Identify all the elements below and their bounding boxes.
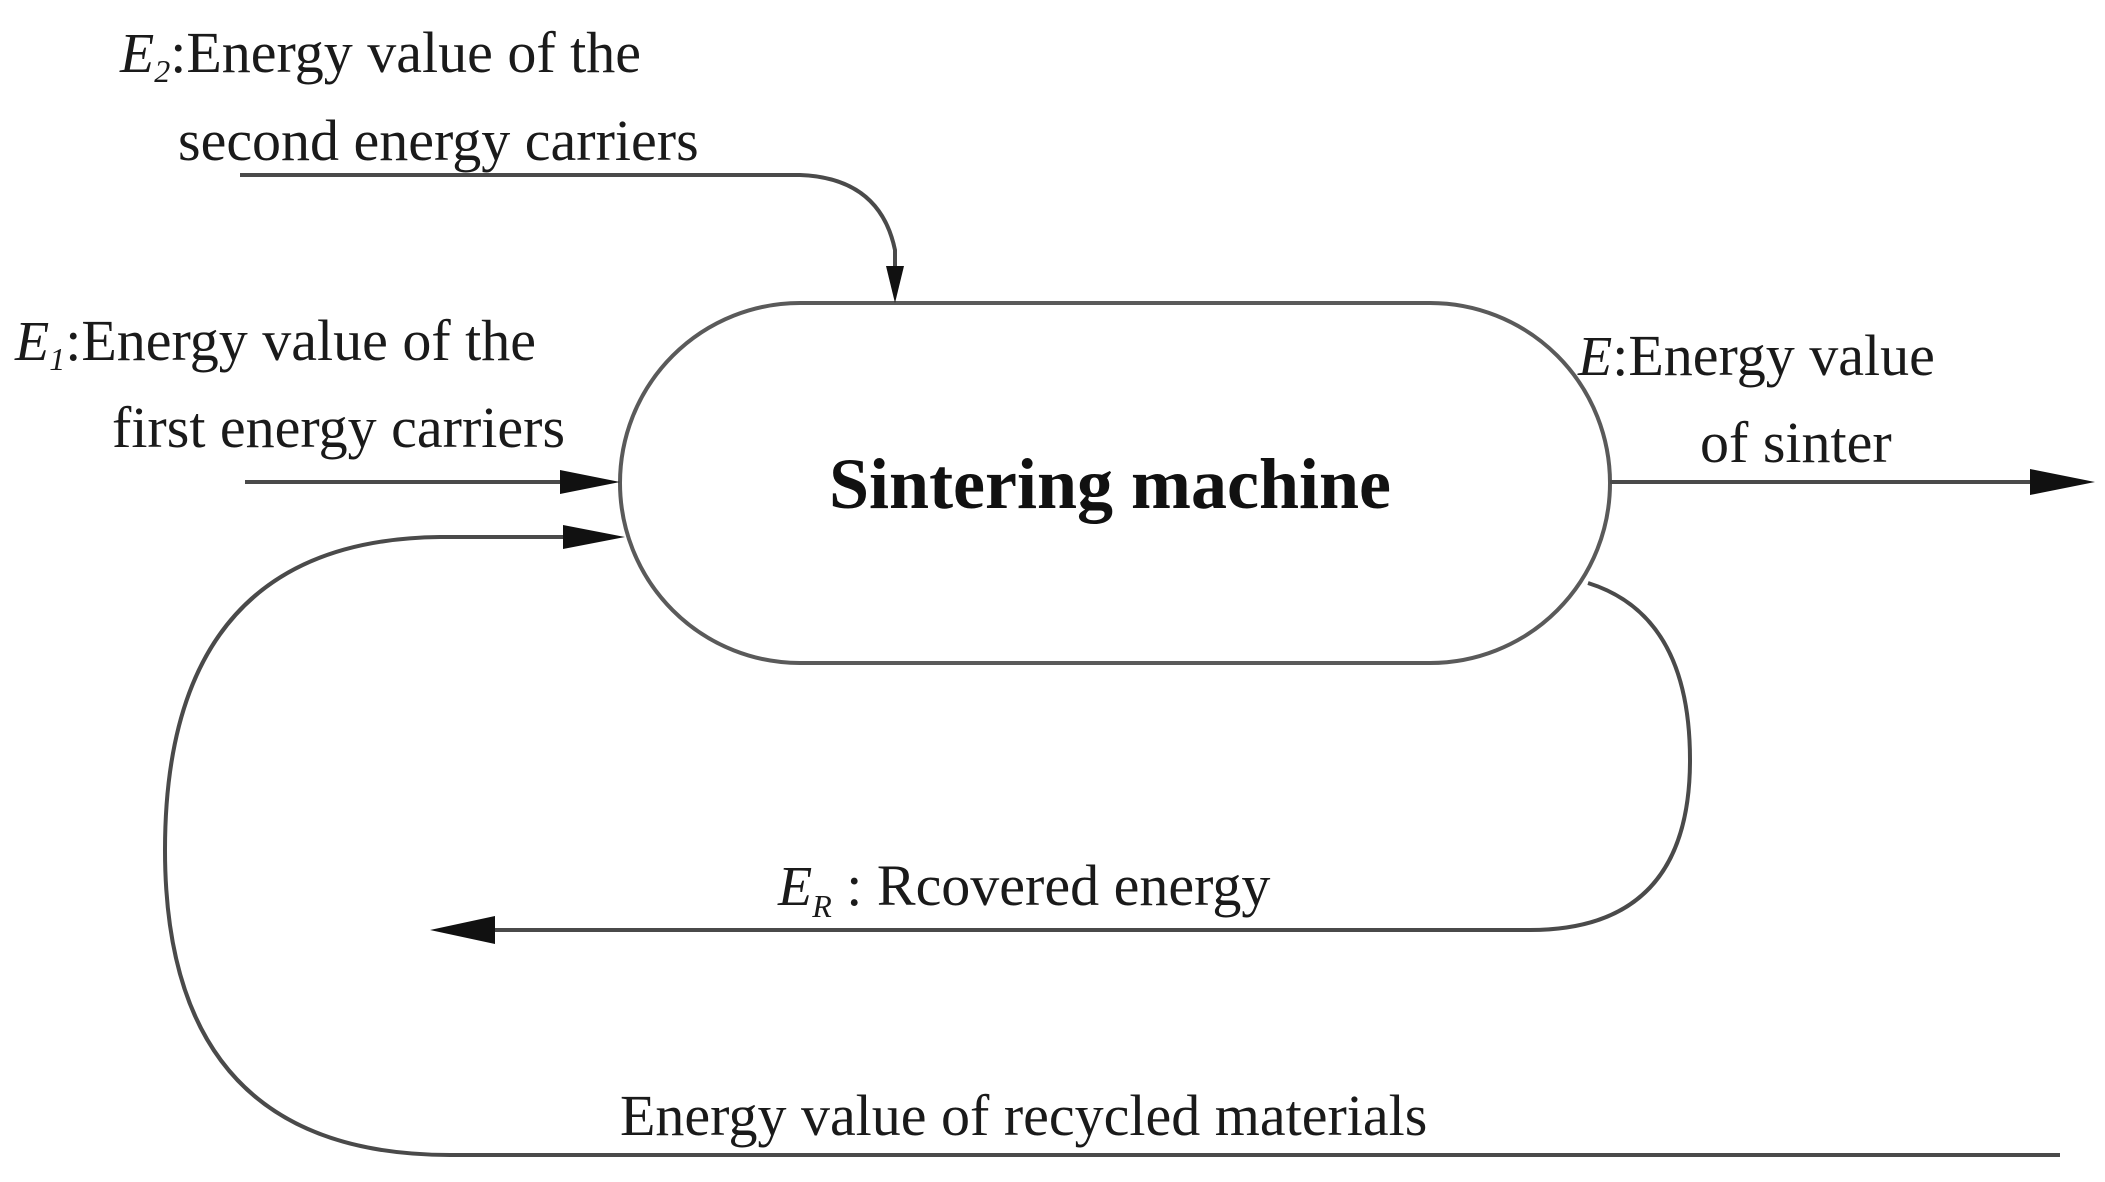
e2-label-line2: second energy carriers: [178, 108, 699, 173]
e-label-line2: of sinter: [1700, 410, 1892, 475]
recycled-label: Energy value of recycled materials: [620, 1083, 1427, 1148]
sintering-machine-label: Sintering machine: [829, 444, 1391, 524]
er-arrowhead: [430, 916, 495, 944]
e-output-arrowhead: [2030, 469, 2095, 495]
recycled-arrowhead: [563, 525, 625, 549]
e2-input-line: [240, 173, 897, 290]
er-label: ER : Rcovered energy: [777, 853, 1270, 924]
recycled-loop-line: [162, 535, 2060, 1157]
e2-label-line1: E2:Energy value of the: [119, 20, 641, 89]
e1-arrowhead: [560, 470, 620, 494]
e-label-line1: E:Energy value: [1577, 323, 1935, 388]
e2-arrowhead: [886, 266, 904, 303]
e1-label-line1: E1:Energy value of the: [14, 308, 536, 377]
er-loop-line: [485, 581, 1693, 932]
e1-label-line2: first energy carriers: [112, 395, 565, 460]
